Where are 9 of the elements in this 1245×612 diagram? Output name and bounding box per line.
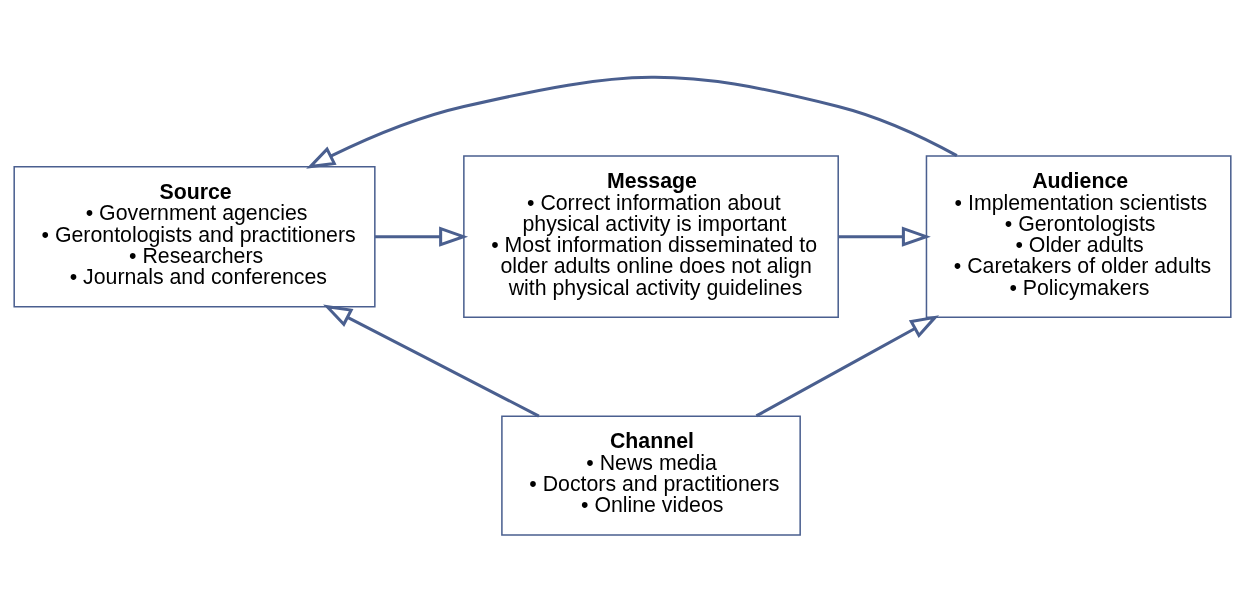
node-box: Channel • News media • Doctors and practitioners • Online videos [501,415,801,536]
arrow [375,226,469,247]
arrow [838,226,931,247]
node-box: Message • Correct information about physical activity is important • Most information disseminated to older adults online does not align with physical activity guidelines [463,155,839,319]
node-box: Source • Government agencies • Gerontologists and practitioners • Researchers • Journals and conferences [13,165,376,308]
arrow [306,75,958,169]
node-box: Audience • Implementation scientists • Gerontologists • Older adults • Caretakers of older adults • Policymakers [925,155,1232,319]
arrow [755,315,940,418]
arrow [323,304,540,418]
